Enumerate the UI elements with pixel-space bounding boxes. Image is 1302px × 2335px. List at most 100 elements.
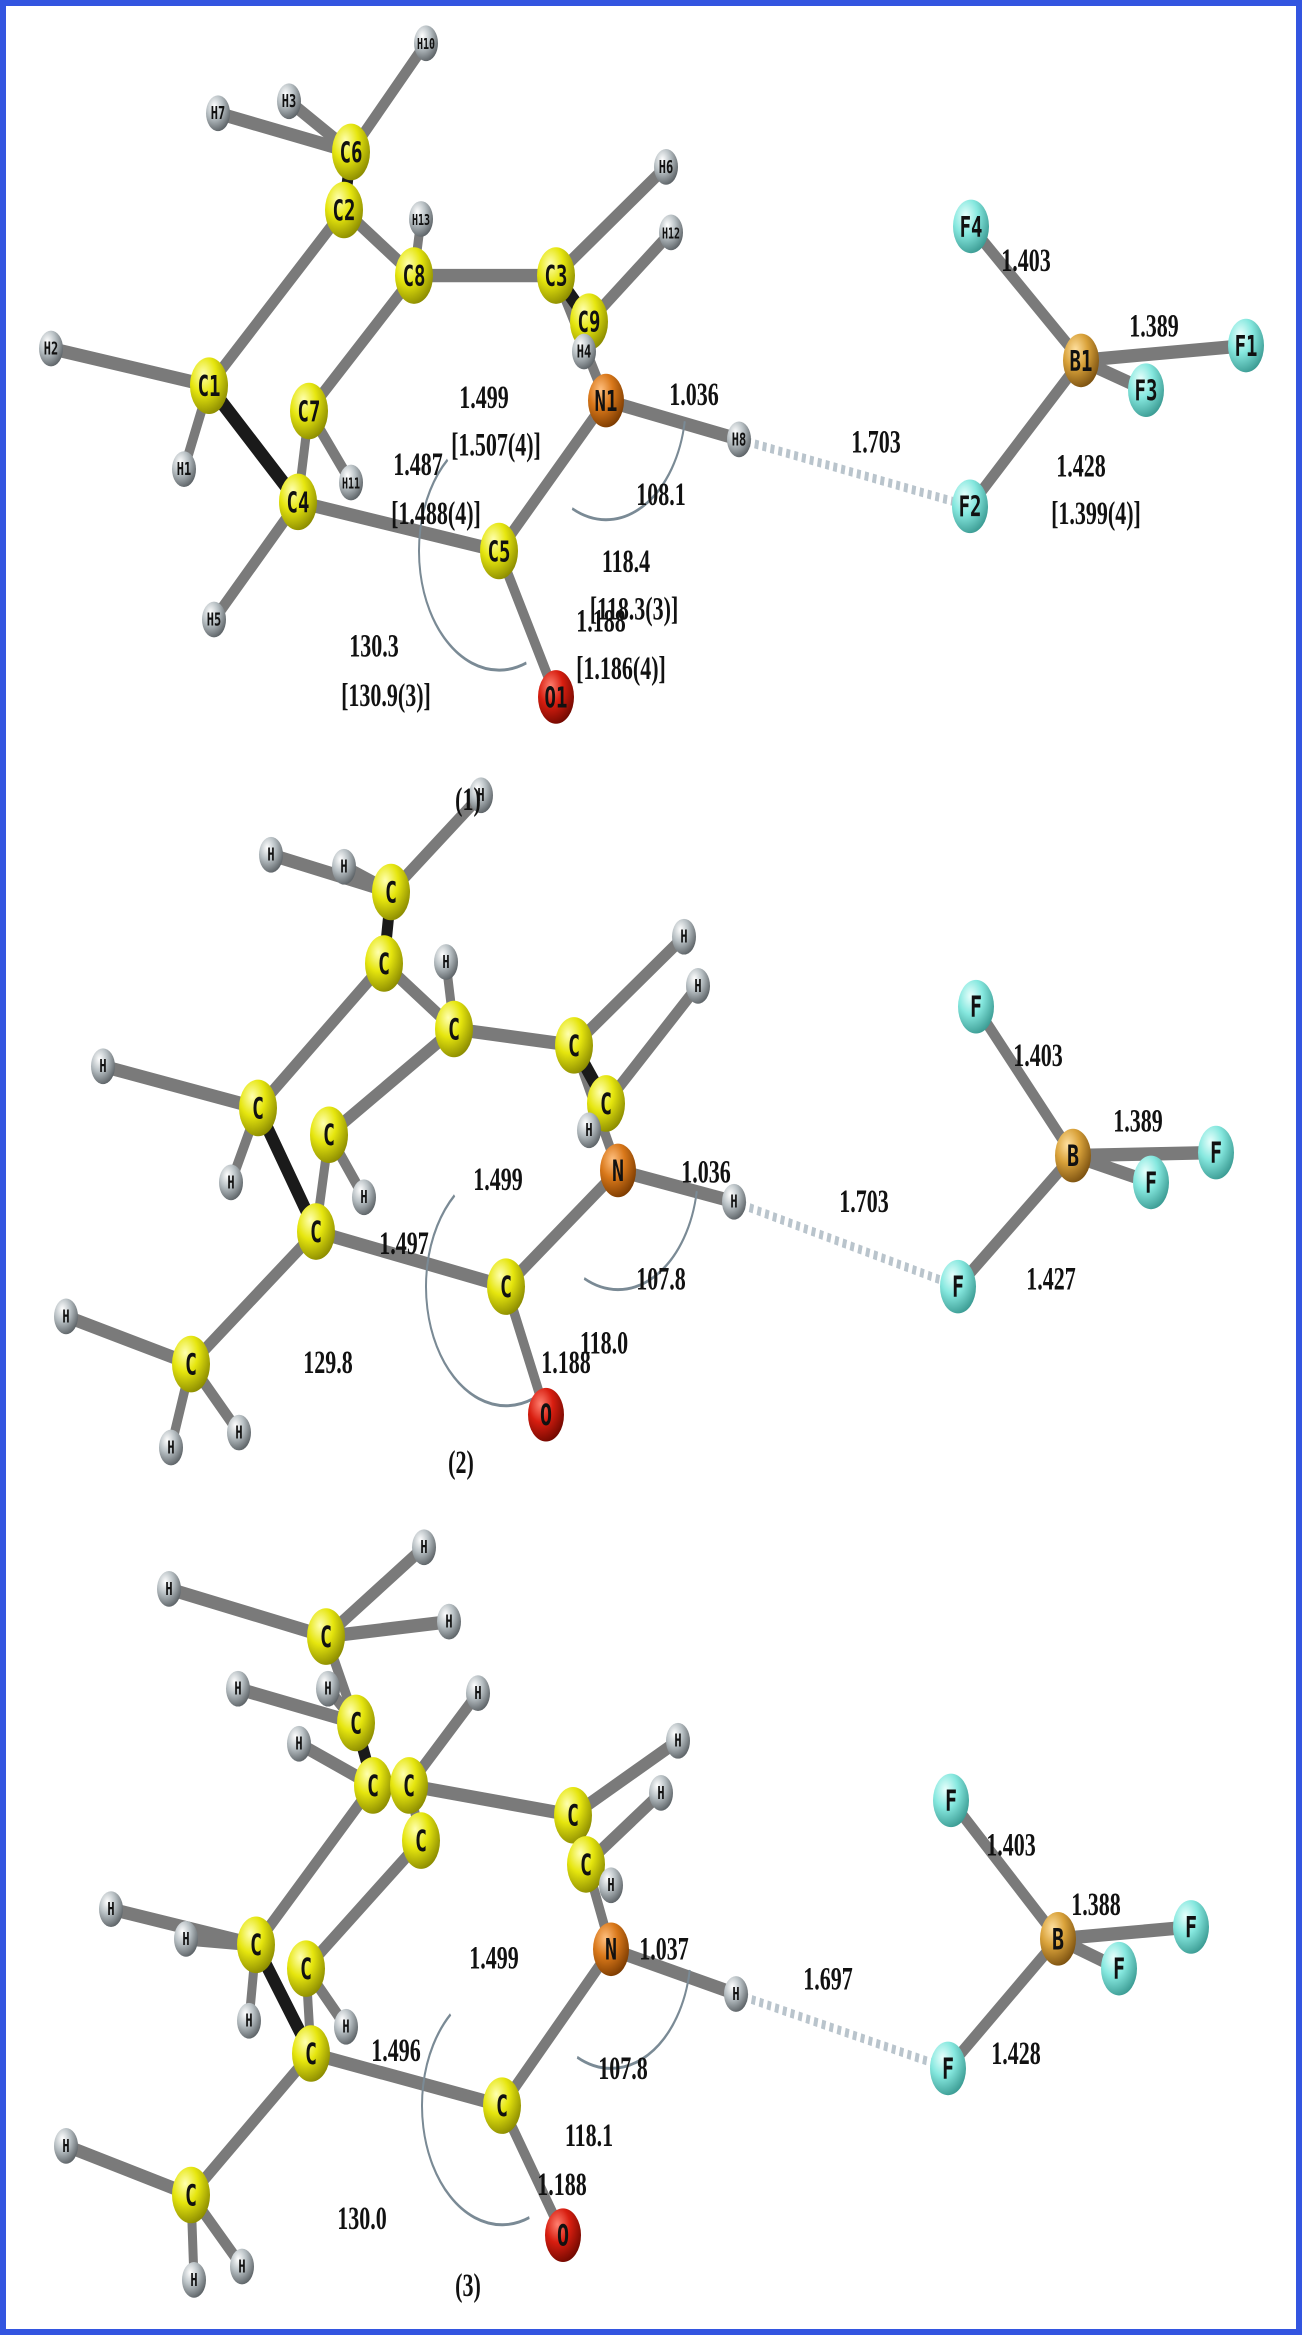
bond-1-24 — [966, 219, 1086, 368]
atom-h-1-1: H7 — [206, 95, 230, 132]
svg-text:H: H — [340, 856, 347, 877]
atom-h-3-27: H — [54, 2127, 78, 2164]
bond-3-12 — [404, 1778, 578, 1822]
atom-h-3-30: H — [230, 2248, 254, 2285]
measurement-label-3-3: 1.697 — [803, 1961, 853, 1997]
svg-text:H: H — [227, 1172, 234, 1193]
svg-text:F: F — [945, 1783, 957, 1818]
bond-1-4 — [204, 203, 349, 393]
svg-text:C: C — [320, 1619, 332, 1654]
atom-h-2-17: H — [352, 1179, 376, 1216]
atom-h-1-13: H2 — [39, 330, 63, 367]
atom-h-2-16: H — [219, 1164, 243, 1201]
bond-3-2 — [321, 1614, 454, 1644]
atom-h-1-0: H10 — [414, 25, 438, 62]
atom-c-3-10: C — [354, 1757, 392, 1814]
atom-c-1-6: C8 — [395, 247, 433, 304]
atom-f-1-25: F1 — [1228, 318, 1264, 373]
measurement-label-1-8: 1.487 — [393, 447, 443, 483]
measurement-label-2-7: 107.8 — [636, 1261, 686, 1297]
atom-f-3-32: F — [933, 1773, 969, 1828]
svg-text:H: H — [238, 2256, 245, 2277]
atom-c-1-20: C5 — [480, 522, 518, 580]
atom-f-2-26: F — [958, 979, 994, 1034]
atom-c-2-9: C — [555, 1017, 593, 1074]
svg-text:H: H — [445, 1611, 452, 1632]
bond-1-19 — [293, 495, 504, 558]
bond-3-30 — [497, 1942, 616, 2113]
measurement-label-3-6: 1.496 — [371, 2033, 421, 2069]
atom-c-2-15: C — [310, 1106, 348, 1164]
measurement-label-1-13: 1.188 — [576, 603, 626, 639]
svg-text:C: C — [580, 1847, 592, 1882]
bond-2-12 — [601, 979, 703, 1111]
svg-text:H8: H8 — [732, 429, 746, 450]
svg-text:N: N — [605, 1932, 617, 1967]
measurement-label-1-7: [1.507(4)] — [451, 428, 541, 464]
measurement-label-3-1: 1.388 — [1071, 1887, 1121, 1923]
bond-3-26 — [186, 2046, 316, 2202]
measurement-label-1-1: 1.389 — [1129, 308, 1178, 344]
bond-1-16 — [203, 377, 304, 511]
measurement-label-1-4: 1.428 — [1056, 448, 1106, 484]
bond-1-20 — [209, 495, 303, 627]
atom-n-2-12: N — [600, 1143, 636, 1198]
bond-3-4 — [233, 1681, 361, 1730]
bond-2-19 — [311, 1224, 511, 1294]
measurement-label-3-10: 1.188 — [537, 2167, 587, 2203]
svg-text:C: C — [323, 1117, 335, 1152]
bond-2-26 — [613, 1163, 739, 1209]
measurement-label-1-5: [1.399(4)] — [1051, 496, 1141, 532]
atom-f-1-26: F3 — [1128, 363, 1164, 417]
bond-3-18 — [301, 1833, 426, 1976]
atom-h-2-13: H — [91, 1048, 115, 1085]
atom-h-1-17: H11 — [339, 464, 363, 501]
bond-2-21 — [61, 1309, 196, 1371]
bond-2-24 — [501, 1163, 623, 1294]
atom-h-1-16: H1 — [172, 451, 196, 487]
measurement-label-3-8: 118.1 — [565, 2118, 613, 2154]
atom-c-3-7: C — [337, 1694, 375, 1752]
measurement-label-1-15: 130.3 — [349, 629, 398, 665]
svg-text:H5: H5 — [207, 609, 221, 630]
angle-arc-1-1 — [418, 458, 527, 672]
atom-h-3-24: H — [724, 1976, 748, 2012]
bond-2-7 — [449, 1022, 579, 1053]
bond-3-33 — [946, 1793, 1063, 1946]
svg-text:H: H — [657, 1782, 664, 1803]
atom-c-3-26: C — [483, 2077, 521, 2134]
measurement-label-1-14: [1.186(4)] — [576, 651, 666, 687]
svg-text:H: H — [167, 1437, 174, 1458]
svg-text:N1: N1 — [595, 385, 618, 418]
atom-h-2-11: H — [577, 1112, 601, 1149]
atom-b-1-24: B1 — [1063, 333, 1099, 388]
atom-h-3-1: H — [157, 1571, 181, 1607]
svg-text:C: C — [403, 1768, 415, 1803]
measurement-label-3-5: 1.499 — [469, 1940, 518, 1976]
svg-text:H: H — [99, 1056, 106, 1077]
svg-text:F4: F4 — [960, 211, 983, 244]
svg-text:H: H — [674, 1730, 681, 1751]
measurement-label-1-6: 1.499 — [459, 380, 508, 416]
svg-text:H: H — [190, 2269, 197, 2290]
svg-text:C2: C2 — [333, 195, 356, 228]
angle-arc-1-0 — [571, 421, 686, 522]
svg-text:C4: C4 — [287, 486, 310, 519]
bond-1-25 — [965, 353, 1086, 514]
panel-label-3: (3) — [455, 2268, 481, 2304]
svg-text:H: H — [585, 1120, 592, 1141]
atom-h-2-1: H — [259, 836, 283, 873]
svg-text:H: H — [62, 2135, 69, 2156]
atom-o-1-22: O1 — [538, 670, 574, 724]
measurement-label-2-8: 118.0 — [580, 1325, 628, 1361]
svg-text:H: H — [245, 2010, 252, 2031]
svg-text:F: F — [952, 1269, 964, 1304]
atom-h-1-5: H13 — [409, 201, 433, 237]
svg-text:H: H — [267, 844, 274, 865]
measurement-label-2-5: 1.499 — [473, 1162, 522, 1198]
svg-text:H: H — [607, 1875, 614, 1896]
atom-o-3-31: O — [545, 2208, 581, 2262]
hydrogen-bond-2 — [733, 1197, 959, 1291]
svg-text:B: B — [1052, 1921, 1064, 1956]
